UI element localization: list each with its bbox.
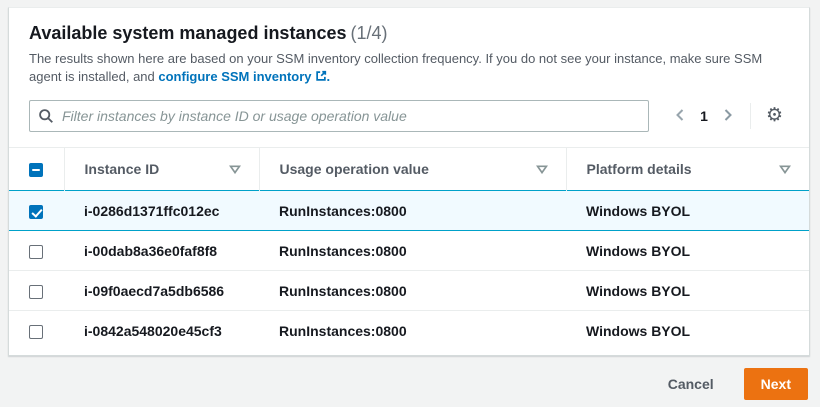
gear-icon: ⚙ — [765, 103, 783, 126]
page-title-text: Available system managed instances — [29, 23, 347, 43]
column-label: Instance ID — [84, 161, 160, 177]
selection-counter: (1/4) — [350, 23, 388, 43]
select-all-checkbox[interactable] — [29, 163, 43, 178]
table-row[interactable]: i-0286d1371ffc012ec RunInstances:0800 Wi… — [9, 190, 809, 231]
table-header-row: Instance ID Usage operation value Platfo… — [9, 147, 809, 191]
instance-id-cell: i-0842a548020e45cf3 — [64, 310, 259, 351]
table-row[interactable]: i-0842a548020e45cf3 RunInstances:0800 Wi… — [9, 310, 809, 351]
table-row[interactable]: i-09f0aecd7a5db6586 RunInstances:0800 Wi… — [9, 270, 809, 311]
link-label: configure SSM inventory — [158, 69, 312, 84]
instance-id-cell: i-09f0aecd7a5db6586 — [64, 270, 259, 311]
column-label: Usage operation value — [279, 161, 429, 177]
page-number-1[interactable]: 1 — [693, 108, 715, 124]
platform-details-cell: Windows BYOL — [566, 230, 809, 271]
sort-icon[interactable] — [779, 164, 791, 174]
select-all-header — [9, 147, 64, 191]
panel-header: Available system managed instances(1/4) … — [9, 8, 809, 87]
instances-panel: Available system managed instances(1/4) … — [8, 7, 810, 356]
sort-icon[interactable] — [228, 164, 241, 174]
settings-button[interactable]: ⚙ — [760, 104, 789, 129]
usage-operation-cell: RunInstances:0800 — [259, 190, 566, 231]
row-checkbox-cell — [9, 310, 64, 351]
table-toolbar: 1 ⚙ — [29, 100, 789, 132]
chevron-right-icon — [722, 108, 734, 125]
filter-input[interactable] — [29, 100, 649, 132]
sort-icon[interactable] — [535, 164, 548, 174]
panel-description: The results shown here are based on your… — [29, 50, 779, 87]
filter-box — [29, 100, 649, 132]
description-text-after: . — [326, 69, 331, 84]
row-checkbox[interactable] — [29, 284, 43, 299]
page-title: Available system managed instances(1/4) — [29, 21, 789, 45]
previous-page-button[interactable] — [667, 104, 693, 129]
platform-details-cell: Windows BYOL — [566, 270, 809, 311]
wizard-footer: Cancel Next — [664, 368, 808, 400]
configure-ssm-inventory-link[interactable]: 1 ⚙ Instance ID Usage operation value Pl… — [9, 87, 809, 351]
column-header-instance-id[interactable]: Instance ID — [63, 147, 259, 191]
configure-ssm-inventory-link[interactable]: configure SSM inventory. — [158, 69, 330, 84]
row-checkbox-cell — [9, 190, 64, 231]
usage-operation-cell: RunInstances:0800 — [259, 310, 566, 351]
pagination: 1 ⚙ — [667, 103, 789, 129]
next-page-button[interactable] — [715, 104, 741, 129]
usage-operation-cell: RunInstances:0800 — [259, 230, 566, 271]
row-checkbox-cell — [9, 270, 64, 311]
usage-operation-cell: RunInstances:0800 — [259, 270, 566, 311]
instance-id-cell: i-0286d1371ffc012ec — [64, 190, 259, 231]
column-header-platform-details[interactable]: Platform details — [565, 147, 809, 191]
row-checkbox-cell — [9, 230, 64, 271]
instance-id-cell: i-00dab8a36e0faf8f8 — [64, 230, 259, 271]
chevron-left-icon — [674, 108, 686, 125]
column-label: Platform details — [586, 161, 692, 177]
instances-table: Instance ID Usage operation value Platfo… — [9, 147, 809, 351]
table-row[interactable]: i-00dab8a36e0faf8f8 RunInstances:0800 Wi… — [9, 230, 809, 271]
description-text-before: The results shown here are based on your… — [29, 51, 763, 84]
row-checkbox[interactable] — [29, 324, 43, 339]
cancel-button[interactable]: Cancel — [664, 370, 718, 398]
table-body: i-0286d1371ffc012ec RunInstances:0800 Wi… — [9, 190, 809, 351]
external-link-icon — [315, 69, 327, 87]
platform-details-cell: Windows BYOL — [566, 310, 809, 351]
row-checkbox[interactable] — [29, 244, 43, 259]
toolbar-divider — [749, 103, 751, 129]
platform-details-cell: Windows BYOL — [566, 190, 809, 231]
row-checkbox[interactable] — [29, 204, 43, 219]
column-header-usage-operation[interactable]: Usage operation value — [258, 147, 566, 191]
next-button[interactable]: Next — [743, 368, 808, 400]
